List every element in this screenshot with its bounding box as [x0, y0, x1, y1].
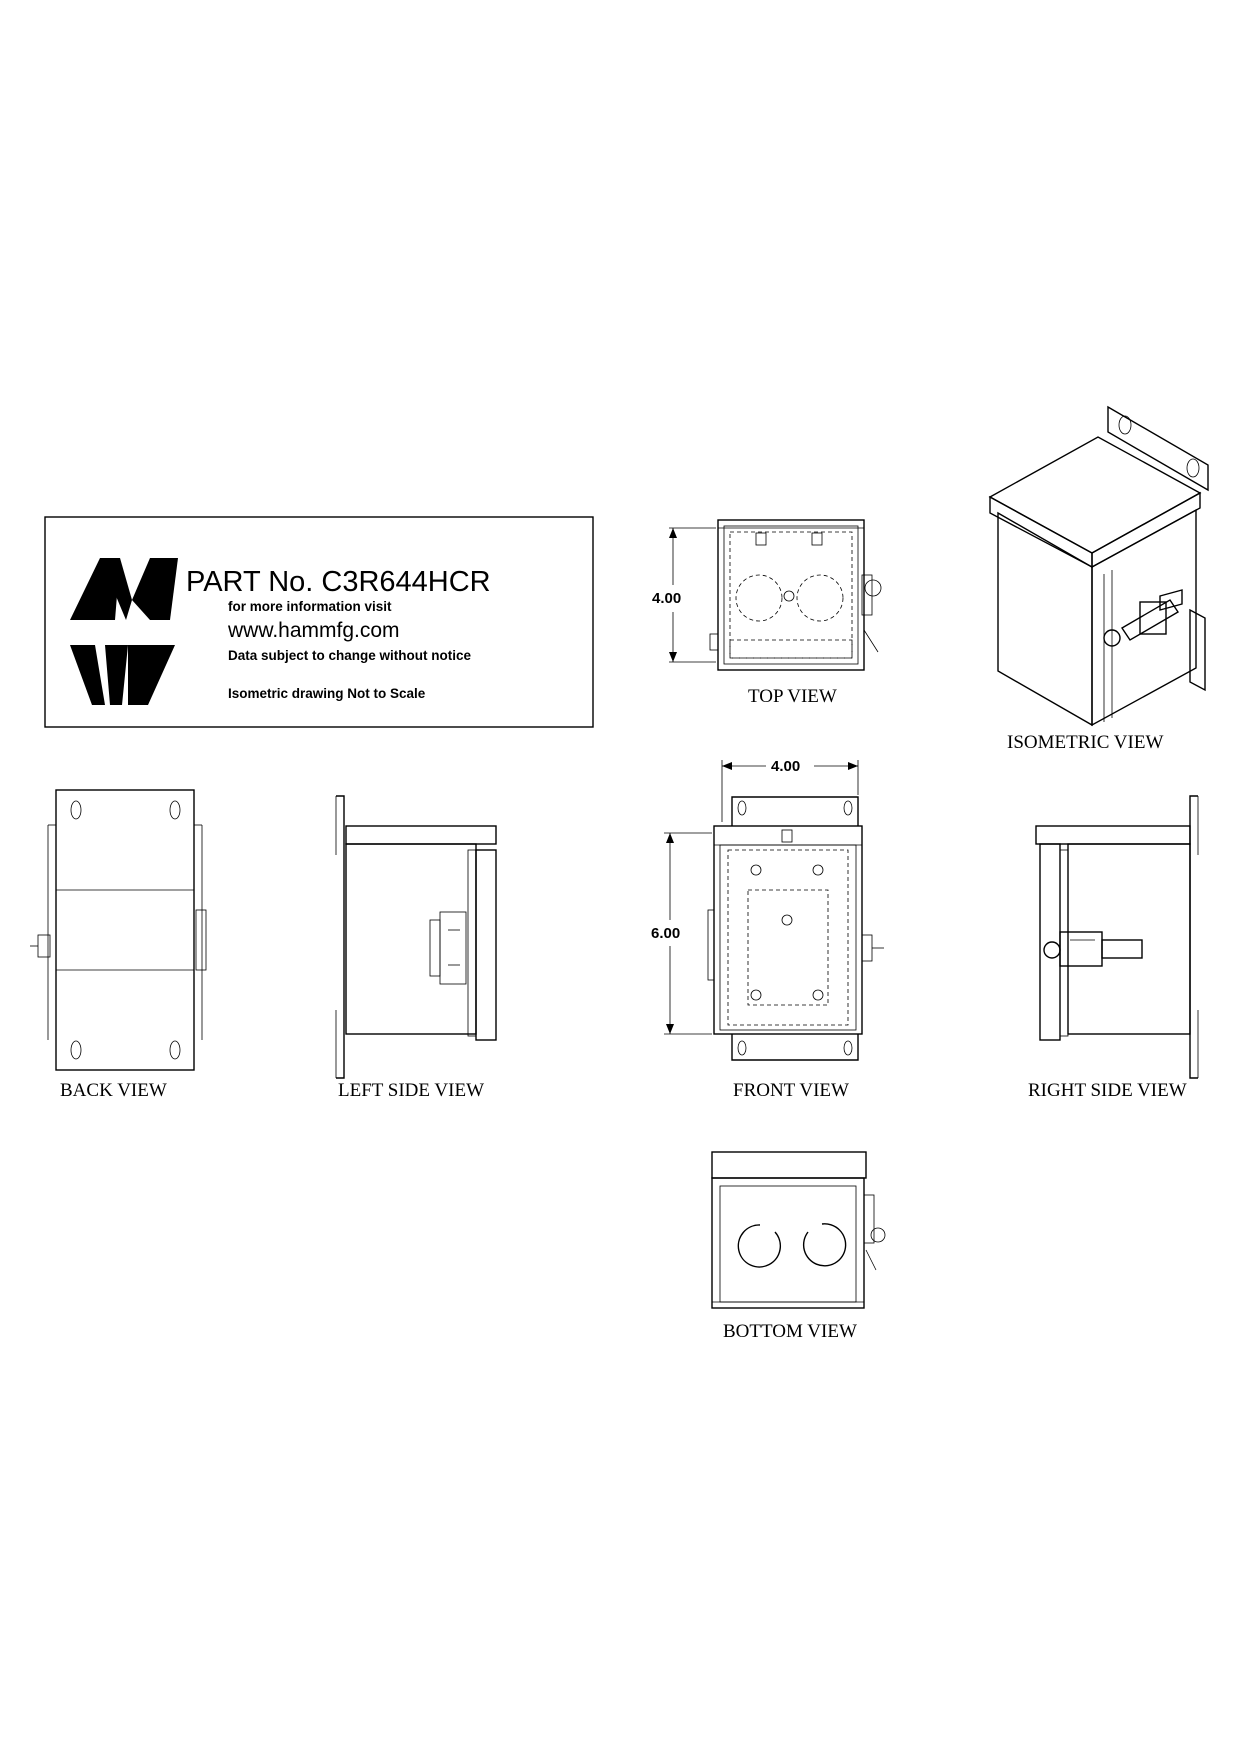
left-side-view-label: LEFT SIDE VIEW [338, 1080, 484, 1101]
title-block: PART No. C3R644HCR for more information … [44, 516, 594, 728]
info-line: for more information visit [228, 599, 392, 614]
notice-text: Data subject to change without notice [228, 648, 472, 663]
top-depth-dimension: 4.00 [652, 590, 681, 607]
right-side-view-label: RIGHT SIDE VIEW [1028, 1080, 1187, 1101]
top-view: 4.00 TOP VIEW [652, 519, 882, 707]
right-side-view: RIGHT SIDE VIEW [1028, 795, 1199, 1101]
title-block-border [44, 516, 594, 728]
front-view-label: FRONT VIEW [733, 1080, 849, 1101]
bottom-view: BOTTOM VIEW [711, 1151, 886, 1342]
part-number: PART No. C3R644HCR [186, 566, 491, 598]
bottom-view-label: BOTTOM VIEW [723, 1321, 857, 1342]
front-width-dimension: 4.00 [771, 758, 800, 775]
left-side-view: LEFT SIDE VIEW [335, 795, 497, 1101]
isometric-view-label: ISOMETRIC VIEW [1007, 732, 1163, 753]
website-link[interactable]: www.hammfg.com [227, 619, 400, 642]
hmw-logo [70, 558, 178, 705]
scale-note: Isometric drawing Not to Scale [228, 686, 426, 701]
back-view: BACK VIEW [30, 789, 207, 1101]
back-view-label: BACK VIEW [60, 1080, 167, 1101]
top-view-label: TOP VIEW [748, 686, 837, 707]
front-view: 4.00 6.00 FRONT VIEW [651, 758, 884, 1101]
isometric-view: ISOMETRIC VIEW [988, 405, 1209, 753]
front-height-dimension: 6.00 [651, 925, 680, 942]
